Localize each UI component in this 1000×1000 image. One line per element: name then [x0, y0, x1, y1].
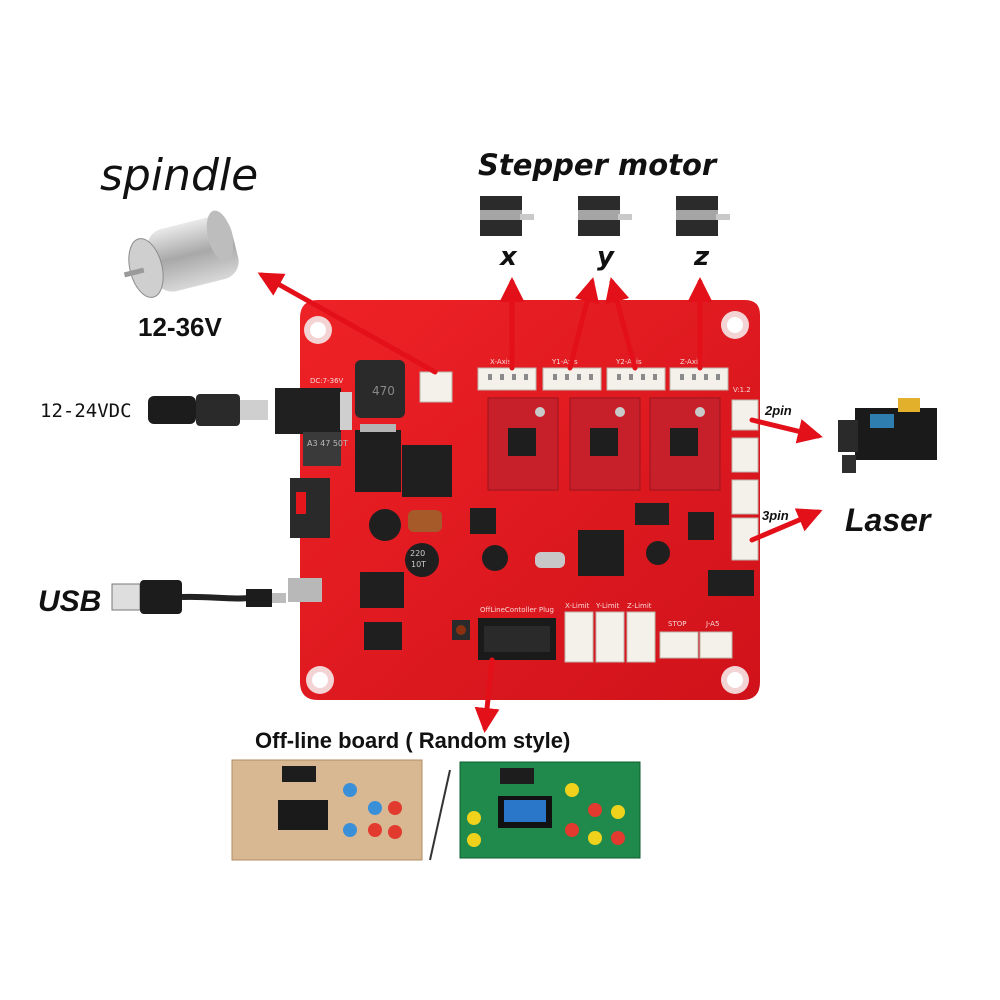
- silk-x-axis: X-Axis: [490, 358, 512, 366]
- svg-text:J-A5: J-A5: [705, 620, 719, 628]
- controller-board: X-Axis Y1-Axis Y2-Axis Z-Axis V:1.2 DC:7…: [275, 300, 760, 700]
- laser-label: Laser: [845, 502, 931, 538]
- axis-x-label: x: [500, 242, 517, 272]
- capacitors: 220 10T: [369, 509, 670, 577]
- silk-version: V:1.2: [733, 386, 751, 394]
- mini-usb-port: [288, 578, 322, 602]
- axis-y-label: y: [597, 242, 614, 272]
- stepper-motor-icon: [676, 196, 730, 236]
- stepper-motor-icon: [480, 196, 534, 236]
- dc-input-label: 12-24VDC: [40, 400, 132, 422]
- connection-arrows: [257, 272, 823, 733]
- usb-label: USB: [38, 585, 102, 618]
- offline-board-green: [459, 761, 641, 859]
- axis-connectors: [477, 367, 729, 391]
- laser-connectors: [731, 399, 759, 561]
- spindle-motor-icon: [123, 210, 239, 298]
- spindle-voltage-label: 12-36V: [138, 312, 222, 342]
- silk-y1-axis: Y1-Axis: [551, 358, 578, 366]
- pin2-label: 2pin: [765, 403, 792, 418]
- inductor: [355, 360, 405, 418]
- spindle-connector: [419, 371, 453, 403]
- offline-board-label: Off-line board ( Random style): [255, 728, 571, 753]
- voltage-regulators: [355, 424, 452, 497]
- svg-text:A3 47 50T: A3 47 50T: [307, 439, 348, 448]
- spindle-label: spindle: [100, 150, 259, 201]
- svg-text:Y-Limit: Y-Limit: [595, 602, 620, 610]
- pin3-label: 3pin: [762, 508, 789, 523]
- offline-board-wood: [231, 759, 423, 861]
- limit-connectors: [564, 611, 733, 663]
- laser-module-icon: [838, 398, 937, 473]
- silk-dc-range: DC:7-36V: [310, 377, 344, 385]
- dc-barrel-plug-icon: [148, 394, 268, 426]
- svg-text:220: 220: [410, 549, 425, 558]
- dc-jack: [275, 388, 341, 434]
- usb-cable-icon: [111, 580, 286, 614]
- microcontroller: [578, 530, 624, 576]
- stepper-motor-label: Stepper motor: [478, 148, 717, 182]
- mounting-holes: [304, 311, 749, 694]
- silk-offline-plug: OffLineContoller Plug: [480, 606, 554, 614]
- silk-z-axis: Z-Axis: [680, 358, 702, 366]
- silk-y2-axis: Y2-Axis: [615, 358, 642, 366]
- svg-text:Z-Limit: Z-Limit: [627, 602, 652, 610]
- stepper-drivers: [487, 397, 721, 491]
- svg-text:X-Limit: X-Limit: [565, 602, 590, 610]
- svg-text:STOP: STOP: [668, 620, 686, 628]
- svg-text:10T: 10T: [411, 560, 426, 569]
- stepper-motor-icon: [578, 196, 632, 236]
- axis-z-label: z: [694, 242, 710, 272]
- inductor-label: 470: [372, 384, 395, 398]
- polyfuse: [303, 432, 341, 466]
